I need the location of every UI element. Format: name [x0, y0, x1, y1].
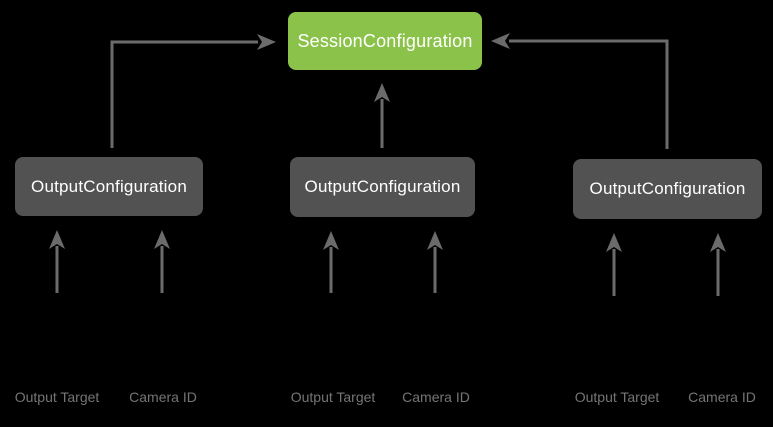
session-configuration-label: SessionConfiguration — [297, 30, 473, 51]
output-configuration-label-2: OutputConfiguration — [304, 177, 461, 196]
output-configuration-label-3: OutputConfiguration — [589, 179, 746, 198]
arrow-output-target-1 — [49, 230, 65, 293]
camera-id-label-1: Camera ID — [129, 389, 197, 405]
output-configuration-label-1: OutputConfiguration — [31, 176, 187, 196]
arrow-output-target-3 — [606, 233, 622, 296]
camera-id-label-2: Camera ID — [402, 389, 470, 405]
output-configuration-node-3: OutputConfiguration — [573, 159, 762, 219]
arrow-output3-to-session — [491, 33, 669, 149]
arrow-camera-id-1 — [154, 230, 170, 293]
arrow-output-target-2 — [323, 231, 339, 293]
arrow-camera-id-3 — [710, 233, 726, 296]
session-configuration-node: SessionConfiguration — [288, 12, 482, 70]
output-target-label-1: Output Target — [14, 389, 100, 405]
output-configuration-node-1: OutputConfiguration — [15, 157, 203, 216]
arrow-output2-to-session — [374, 83, 390, 148]
output-target-label-2: Output Target — [290, 389, 376, 405]
output-target-label-3: Output Target — [574, 389, 660, 405]
arrow-output1-to-session — [110, 34, 276, 148]
camera-id-label-3: Camera ID — [688, 389, 756, 405]
arrow-camera-id-2 — [427, 231, 443, 293]
output-configuration-node-2: OutputConfiguration — [290, 157, 475, 217]
